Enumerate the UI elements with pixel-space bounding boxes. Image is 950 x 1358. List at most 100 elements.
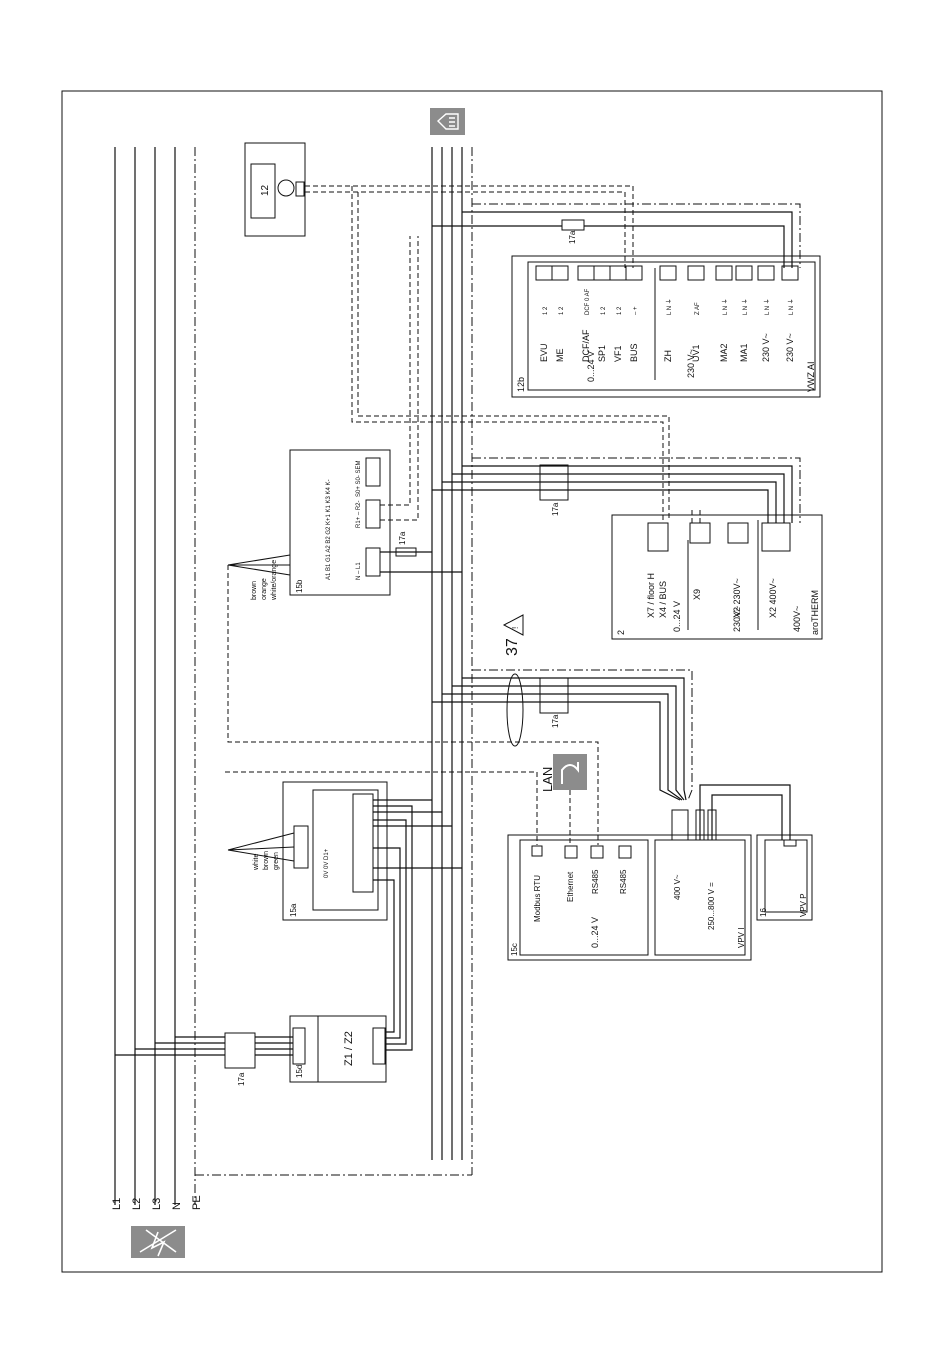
- lan-icon: LAN: [540, 754, 587, 792]
- vwz-terminal-label: EVU: [539, 343, 549, 362]
- pv-name: VPV P: [799, 893, 808, 917]
- label-n: N: [171, 1202, 183, 1210]
- vwz-terminal-label: VF1: [613, 345, 623, 362]
- label-l2: L2: [131, 1198, 143, 1210]
- vwz-terminal-pins: 1 2: [617, 306, 623, 315]
- label-l3: L3: [151, 1198, 163, 1210]
- vwz-terminal-pins: L N ⏚: [742, 298, 749, 315]
- inverter-id: 15c: [510, 943, 519, 956]
- vwz-low-voltage: 0...24 V: [586, 351, 596, 382]
- heatpump-label-3: X9: [692, 589, 702, 600]
- heatpump-label-4: X2 230V~: [732, 578, 742, 618]
- vwz-terminal-pins: 1 2: [601, 306, 607, 315]
- vwz-terminal-label: 230 V~: [761, 333, 771, 362]
- meter15b-s0: S0+ S0- SEM: [356, 460, 362, 497]
- inverter-dc: 250...800 V =: [707, 882, 716, 930]
- vwz-terminal-block: [659, 265, 677, 281]
- vwz-terminal-block: [625, 265, 643, 281]
- frame: [61, 90, 883, 1273]
- switch-label-2: 17a: [551, 502, 560, 516]
- switch-label: 17a: [568, 230, 577, 244]
- vwz-terminal-label: MA2: [719, 343, 729, 362]
- controller-12: 12: [244, 142, 306, 237]
- vwz-terminal-block: [781, 265, 799, 281]
- z1-z2-module: 15d Z1 / Z2: [289, 1015, 387, 1083]
- switch-17a-mid: [539, 464, 569, 501]
- switch-17a-top: [561, 219, 585, 231]
- warning-icon: !: [502, 614, 524, 636]
- vwz-terminal-label: UV1: [691, 344, 701, 362]
- vwz-terminal-block: [757, 265, 775, 281]
- vwz-terminal-pins: L N ⏚: [764, 298, 771, 315]
- pv-panel-16: 16 VPV P: [756, 834, 813, 921]
- heatpump-mid-voltage: 230V~: [732, 606, 742, 632]
- vwz-terminal-label: BUS: [629, 343, 639, 362]
- vwz-terminal-pins: Z AF: [695, 302, 701, 315]
- heatpump-label-5: X2 400V~: [768, 578, 778, 618]
- meter15a-id: 15a: [289, 903, 298, 917]
- vwz-terminal-block: [577, 265, 595, 281]
- wire-white-orange: white/orange: [271, 560, 278, 601]
- heatpump-id: 2: [616, 630, 626, 635]
- meter15b-id: 15b: [295, 579, 304, 593]
- vwz-terminal-label: 230 V~: [785, 333, 795, 362]
- vwz-name: VWZ AI: [806, 361, 816, 392]
- electric-icon: [131, 1226, 185, 1258]
- inverter-15c: 15c Modbus RTU Ethernet RS485 RS485 0...…: [507, 834, 752, 961]
- switch-label-5: 17a: [237, 1072, 246, 1086]
- meter15a-pins: 0V 0V D1+: [324, 848, 330, 878]
- label-pe: PE: [191, 1195, 203, 1210]
- inverter-name: VPV I: [737, 928, 746, 948]
- vwz-terminal-block: [609, 265, 627, 281]
- vwz-terminal-pins: L N ⏚: [722, 298, 729, 315]
- vwz-high-voltage: 230 V~: [686, 349, 696, 378]
- label-l1: L1: [111, 1198, 123, 1210]
- lan-label: LAN: [540, 767, 555, 792]
- energy-meter-15b: 15b A1 B1 G1 A2 B2 G2 K+1 K1 K3 K4 K- S0…: [289, 449, 391, 596]
- meter15a-wires: white brown green: [253, 851, 280, 871]
- svg-text:!: !: [511, 627, 520, 629]
- inverter-ac: 400 V~: [673, 874, 682, 900]
- wire-white: white: [253, 854, 260, 871]
- switch-label-3: 17a: [398, 531, 407, 545]
- vwz-terminal-label: MA1: [739, 343, 749, 362]
- plug-icon: [430, 108, 465, 135]
- vwz-terminal-label: SP1: [597, 345, 607, 362]
- vwz-terminal-pins: L N ⏚: [666, 298, 673, 315]
- energy-meter-15a: 15a 0V 0V D1+: [282, 781, 388, 921]
- vwz-terminal-pins: 1 2: [543, 306, 549, 315]
- arotherm-heat-pump: 2 aroTHERM X7 / floor H X4 / BUS X9 X2 2…: [611, 514, 823, 640]
- heatpump-label-1: X7 / floor H: [646, 573, 656, 618]
- vwz-terminal-pins: L N ⏚: [788, 298, 795, 315]
- switch-label-4: 17a: [551, 714, 560, 728]
- vwz-terminal-pins: – +: [633, 306, 639, 315]
- vwz-terminal-block: [535, 265, 553, 281]
- port-ethernet: Ethernet: [566, 871, 575, 902]
- line-labels: L1 L2 L3 N PE: [111, 1195, 203, 1210]
- vwz-terminal-block: [593, 265, 611, 281]
- vwz-terminal-pins: 1 2: [559, 306, 565, 315]
- meter15b-top-pins: A1 B1 G1 A2 B2 G2 K+1 K1 K3 K4 K-: [326, 479, 332, 580]
- controller-id: 12: [260, 184, 271, 196]
- heatpump-high-voltage: 400V~: [792, 606, 802, 632]
- wire-brown: brown: [251, 581, 258, 600]
- z-name: Z1 / Z2: [343, 1031, 355, 1066]
- port-rs485-1: RS485: [591, 869, 600, 894]
- meter15b-wires: brown orange white/orange: [251, 560, 278, 601]
- wire-orange: orange: [261, 578, 268, 600]
- vwz-id: 12b: [516, 377, 526, 392]
- vwz-terminal-block: [687, 265, 705, 281]
- switch-17a-vpv: [539, 677, 569, 714]
- vwz-terminal-label: DCF/AF: [581, 329, 591, 362]
- heatpump-label-2: X4 / BUS: [658, 581, 668, 618]
- vwz-terminal-block: [715, 265, 733, 281]
- port-modbus: Modbus RTU: [533, 875, 542, 922]
- meter15b-l: N – L1: [356, 562, 362, 580]
- switch-17a-meter: [395, 547, 417, 557]
- meter15b-r: R1+ – R2-: [356, 500, 362, 528]
- z-id: 15d: [295, 1065, 304, 1078]
- note-number: 37: [504, 638, 521, 656]
